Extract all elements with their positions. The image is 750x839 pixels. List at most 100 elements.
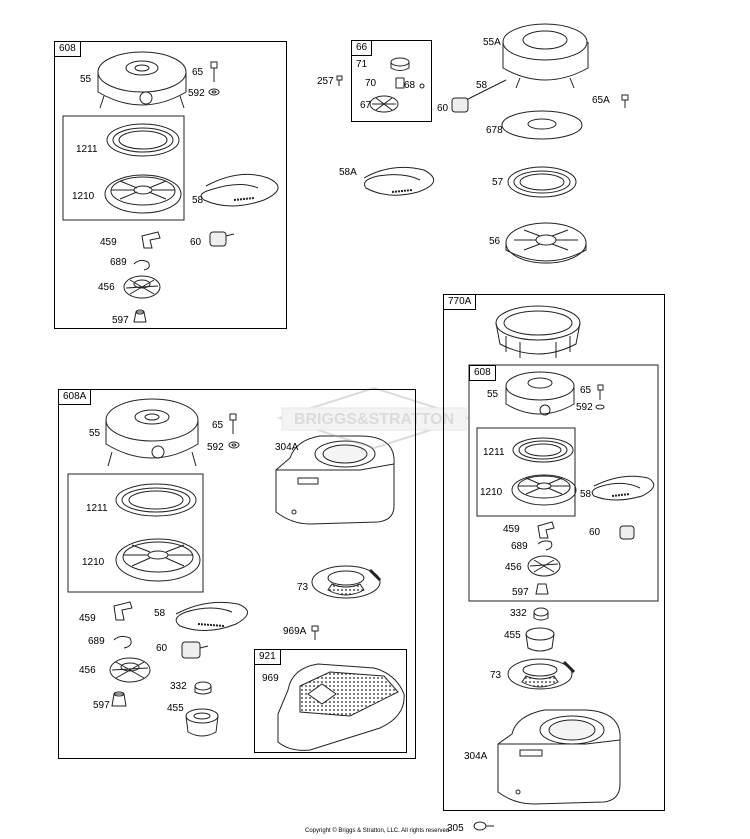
handle-60-c [619,525,635,540]
retainer-456-c [527,555,561,577]
label-1211-b: 1211 [86,503,108,514]
label-456-b: 456 [79,665,96,676]
starter-housing-55-c [505,371,575,416]
label-597: 597 [112,315,129,326]
dog-459-c [537,521,555,539]
group-921-frame: 921 [254,649,407,753]
group-770A-frame: 770A [443,294,665,811]
label-456: 456 [98,282,115,293]
pulley-56 [505,222,587,264]
label-592-c: 592 [576,402,593,413]
label-60-b: 60 [156,643,168,654]
nut-332-c [533,607,549,621]
label-689: 689 [110,257,127,268]
group-66-tag: 66 [352,41,373,56]
label-455-c: 455 [504,630,521,641]
bolt-969A [311,625,319,640]
grille-73-c [507,658,576,690]
copyright-footer: Copyright © Briggs & Stratton, LLC. All … [305,828,450,834]
label-456-c: 456 [505,562,522,573]
grille-73-b [311,565,382,599]
screw-597-c [535,583,549,595]
clip-689 [133,259,150,271]
svg-text:BRIGGS&STRATTON: BRIGGS&STRATTON [294,411,454,428]
label-56: 56 [489,236,501,247]
label-1210-b: 1210 [82,557,105,568]
rope-58-c [591,475,655,501]
cup-455-b [185,708,219,737]
label-459-c: 459 [503,524,520,535]
screw-257 [336,75,343,86]
blower-housing-304A-b [275,435,395,525]
label-969: 969 [262,673,279,684]
label-592: 592 [188,88,205,99]
label-65-b: 65 [212,420,224,431]
label-332-b: 332 [170,681,187,692]
dog-70 [395,77,405,89]
label-597-b: 597 [93,700,110,711]
pulley-1210 [104,174,182,214]
label-1211-c: 1211 [483,447,505,458]
starter-housing-55-b [105,398,199,467]
rope-handle-top [451,79,507,113]
bolt-65-c [597,384,604,400]
washer-592 [208,88,220,96]
label-455-b: 455 [167,703,184,714]
label-1210-c: 1210 [480,487,503,498]
label-332-c: 332 [510,608,527,619]
blower-housing-304A-c [497,709,621,805]
spring-pulley-subframe [62,115,185,221]
label-65A: 65A [592,95,610,106]
spring-pulley-subframe-b [67,473,204,593]
label-70: 70 [365,78,377,89]
starter-housing-55 [97,51,187,109]
label-58-b: 58 [154,608,166,619]
retainer-456-b [109,657,151,683]
bolt-65 [210,61,218,82]
pulley-1210-c [511,474,577,506]
briggs-stratton-watermark: BRIGGS&STRATTON [276,386,472,450]
spring-1211-c [512,437,574,463]
label-1211: 1211 [76,144,98,155]
label-304A-c: 304A [464,751,488,762]
clip-689-c [537,540,553,551]
clip-689-b [113,635,132,649]
plate-678 [501,110,583,140]
ball-68 [419,83,425,89]
label-689-b: 689 [88,636,105,647]
group-608-c-tagbox: 608 [469,365,658,601]
screw-597 [133,309,147,323]
rope-58-b [175,601,248,631]
washer-592-b [228,441,240,449]
spring-1211 [106,123,180,157]
spring-57 [507,166,577,198]
label-58-top: 58 [476,80,488,91]
group-608-frame: 608 [54,41,287,329]
group-608-c-tag: 608 [469,365,496,381]
label-257: 257 [317,76,334,87]
pulley-1210-b [115,538,201,582]
shroud-770A [495,305,581,358]
group-608-tag: 608 [55,42,81,57]
label-67: 67 [360,100,372,111]
label-71: 71 [356,59,368,70]
label-60-c: 60 [589,527,601,538]
label-689-c: 689 [511,541,528,552]
label-65: 65 [192,67,204,78]
spring-1211-b [115,483,197,517]
nut-332-b [194,681,212,695]
label-969A: 969A [283,626,307,637]
label-58-c: 58 [580,489,592,500]
group-608A-tag: 608A [59,390,92,405]
label-592-b: 592 [207,442,224,453]
bolt-65-b [229,413,237,434]
label-305: 305 [447,823,464,834]
label-58A: 58A [339,167,357,178]
cup-67 [369,95,399,113]
starter-housing-55A [502,23,589,89]
label-60: 60 [190,237,202,248]
label-55: 55 [80,74,92,85]
label-65-c: 65 [580,385,592,396]
